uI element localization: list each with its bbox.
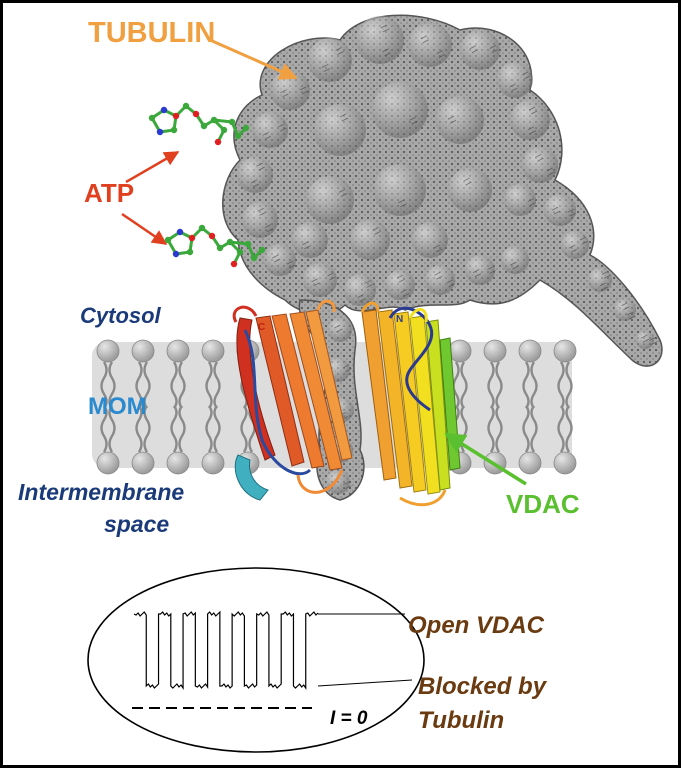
lipid: [166, 339, 190, 409]
vdac-strands-left: [234, 309, 353, 501]
trace-inset-ellipse: [87, 567, 425, 753]
tubulin-label: TUBULIN: [88, 17, 215, 49]
lipid: [201, 405, 225, 475]
strand-c-label: C: [258, 322, 265, 333]
vdac-strands-right: [361, 306, 461, 507]
lipid: [96, 339, 120, 409]
tubulin-arrow: [209, 38, 298, 80]
lipid: [201, 339, 225, 409]
lipid: [518, 339, 542, 409]
intermembrane-label-line2: space: [104, 511, 169, 537]
lipid: [131, 405, 155, 475]
vdac-barrel: C N: [232, 299, 461, 507]
strand-n-label: N: [396, 314, 403, 325]
lipid: [131, 339, 155, 409]
blocked-by-label-line1: Blocked by: [418, 673, 548, 700]
lipid: [553, 339, 577, 409]
atp-molecule: [148, 102, 250, 146]
tubulin-surface-texture: [237, 16, 658, 494]
intermembrane-label-line1: Intermembrane: [18, 479, 184, 505]
current-trace: [133, 610, 319, 690]
lipid: [483, 339, 507, 409]
blocked-by-label-line2: Tubulin: [418, 707, 504, 734]
zero-current-label: I = 0: [330, 708, 368, 729]
atp-arrow-upper: [125, 150, 180, 184]
blocked-level-pointer: [317, 679, 413, 687]
lipid: [518, 405, 542, 475]
lipid: [166, 405, 190, 475]
lipid: [553, 405, 577, 475]
vdac-label: VDAC: [506, 489, 580, 519]
atp-arrow-lower: [121, 212, 168, 246]
vdac-arrow: [444, 432, 527, 486]
lipid: [96, 405, 120, 475]
vdac-loops: [232, 299, 428, 494]
cytosol-label: Cytosol: [80, 303, 162, 328]
lipid-bilayer: [96, 339, 577, 475]
open-vdac-label: Open VDAC: [408, 612, 545, 639]
atp-label: ATP: [84, 178, 134, 208]
mom-label: MOM: [88, 393, 147, 420]
